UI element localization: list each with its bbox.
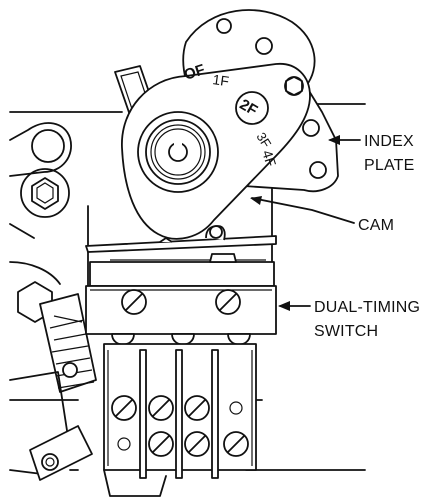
label-switch-line2: SWITCH (314, 323, 378, 340)
label-index-plate-line2: PLATE (364, 157, 415, 174)
arrowhead-switch (278, 301, 290, 311)
callout-index-plate: INDEX PLATE (328, 133, 415, 174)
hex-bolt-upper (21, 169, 69, 217)
callout-dual-timing-switch: DUAL-TIMING SWITCH (278, 299, 420, 340)
dial-mark-1f: 1F (212, 71, 230, 89)
label-index-plate-line1: INDEX (364, 133, 414, 150)
terminal-block (104, 344, 256, 496)
spring-arm (10, 294, 96, 480)
label-switch-line1: DUAL-TIMING (314, 299, 420, 316)
dual-timing-switch (86, 254, 276, 345)
label-cam: CAM (358, 217, 394, 234)
